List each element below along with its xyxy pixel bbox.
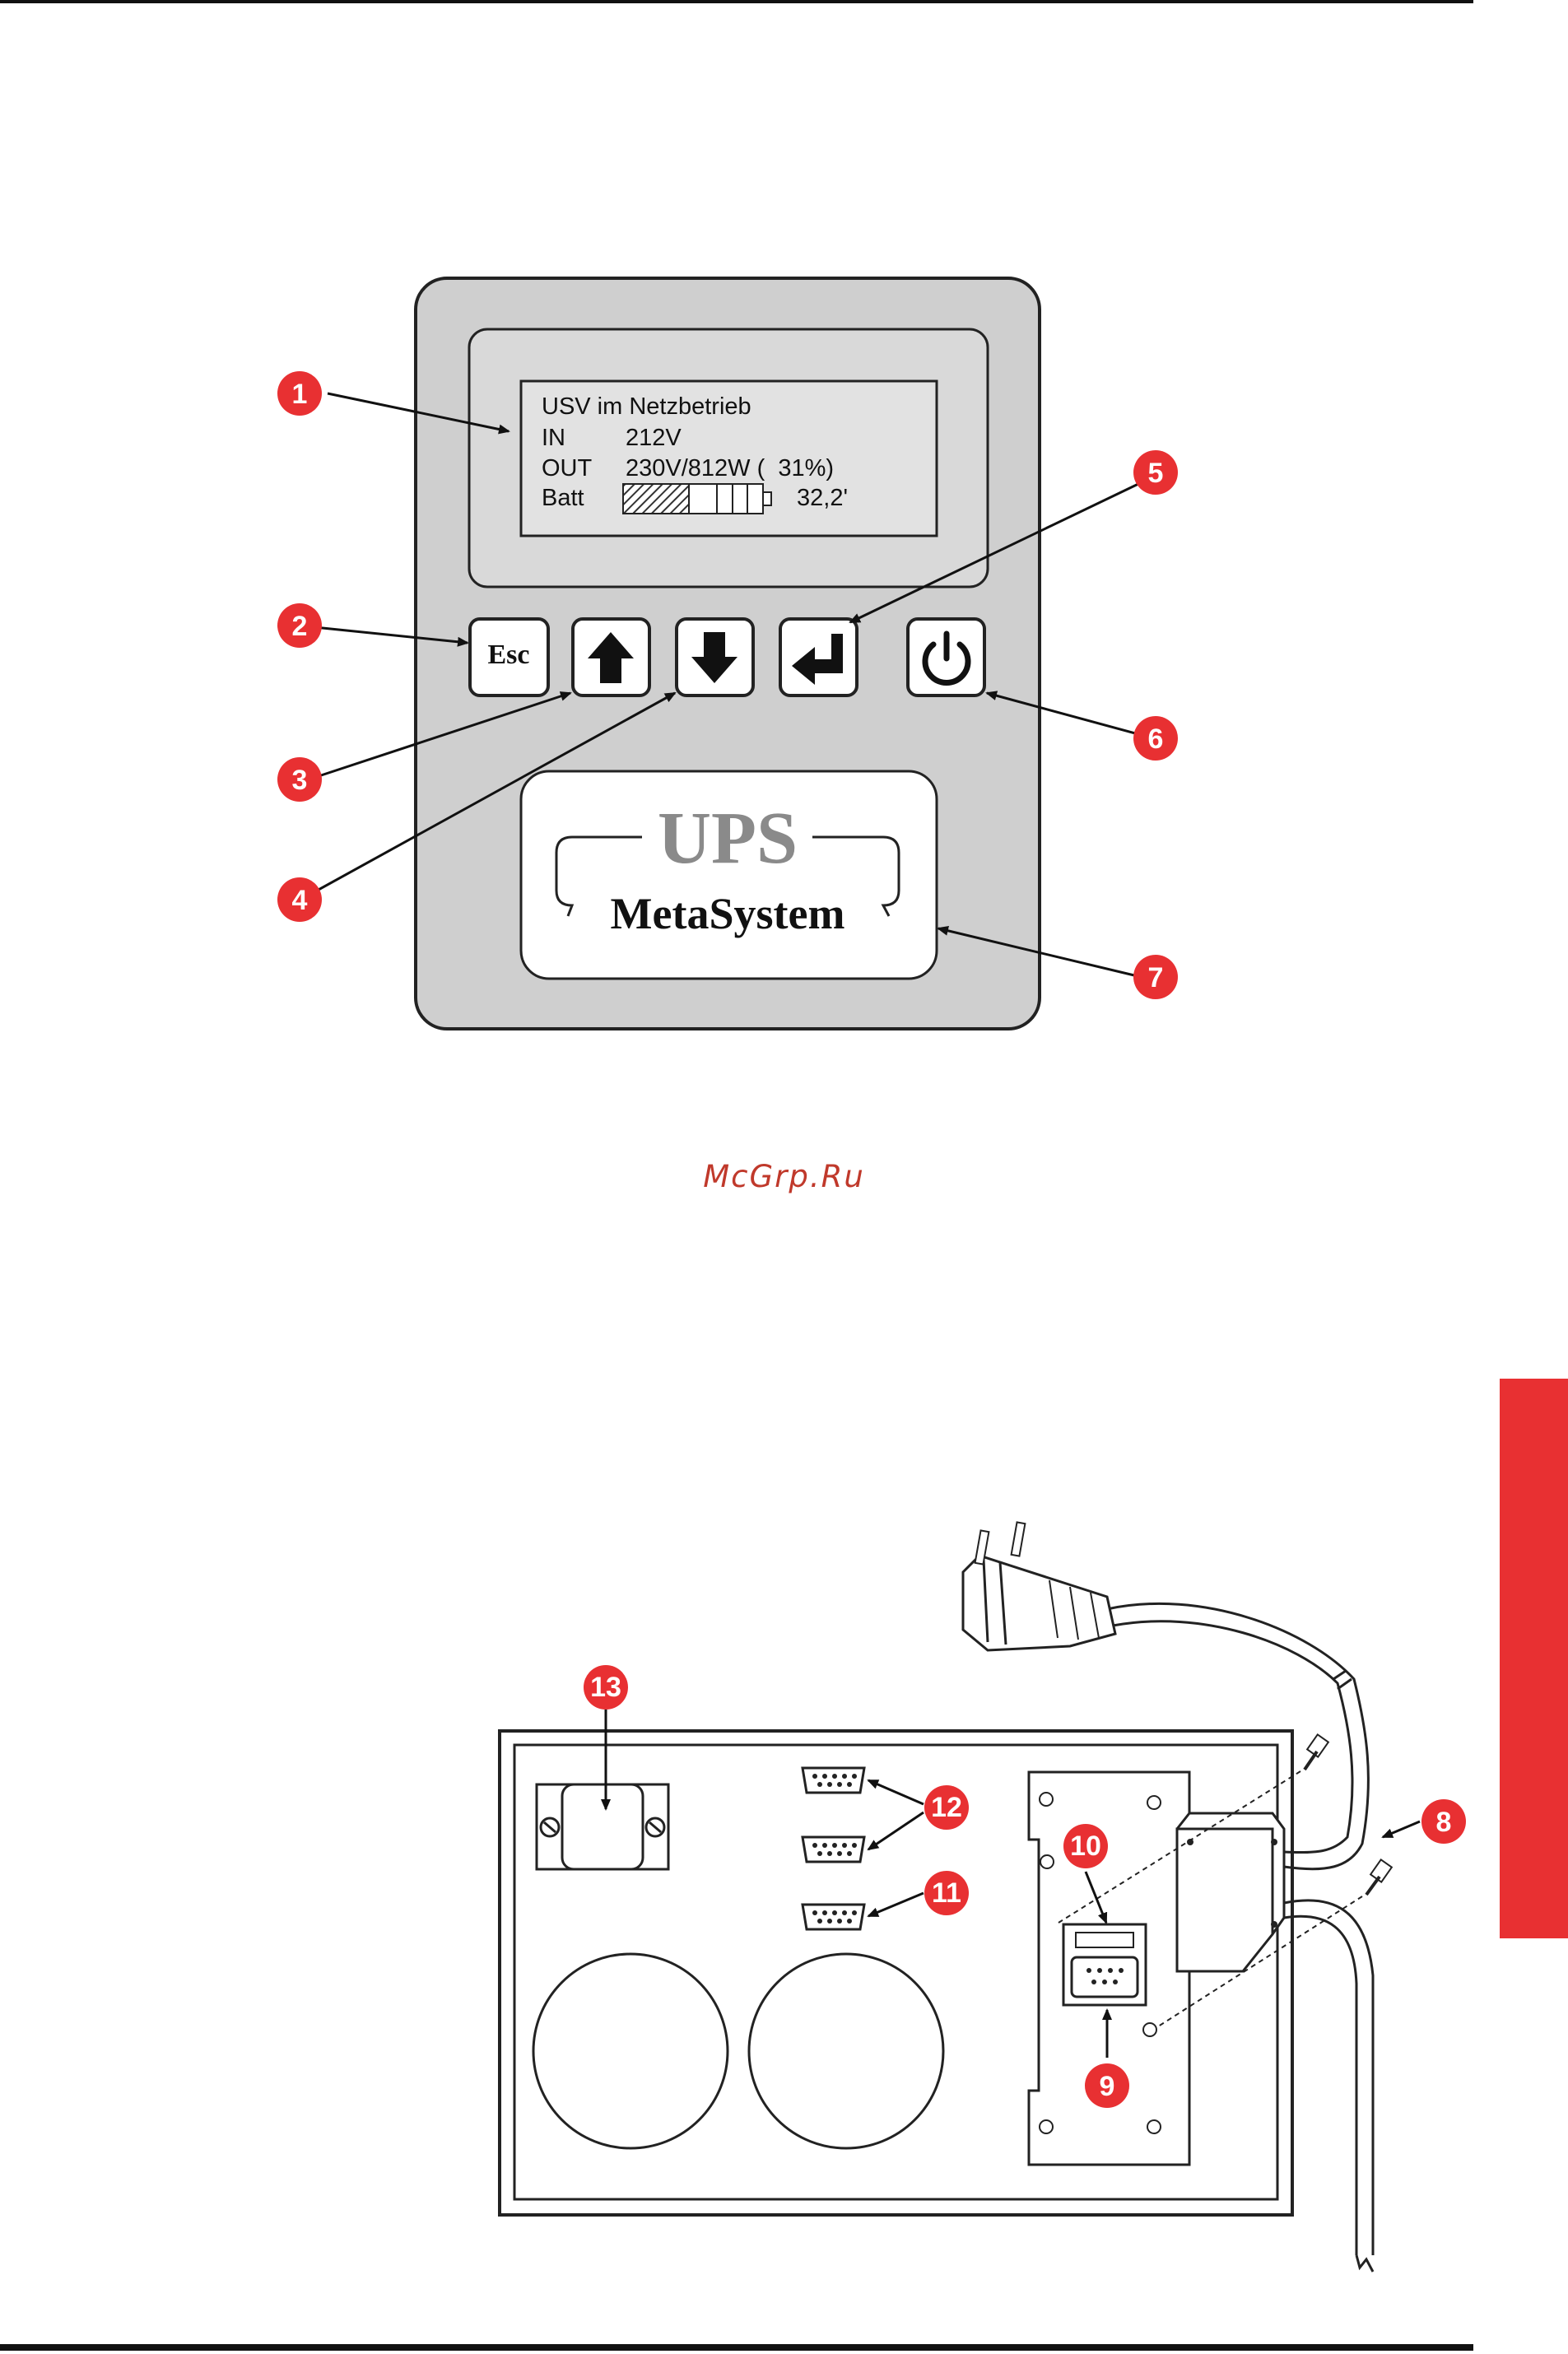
screw-upper <box>1305 1734 1328 1770</box>
callout-4: 4 <box>277 877 322 922</box>
svg-text:13: 13 <box>590 1672 621 1703</box>
callout-1: 1 <box>277 371 322 416</box>
lcd-line-out-value: 230V/812W ( 31%) <box>626 454 834 483</box>
svg-text:8: 8 <box>1436 1807 1452 1838</box>
screw-lower <box>1366 1859 1392 1895</box>
esc-button[interactable]: Esc <box>470 619 548 696</box>
svg-text:1: 1 <box>292 379 308 410</box>
svg-text:5: 5 <box>1148 458 1164 489</box>
callout-11: 11 <box>924 1871 969 1915</box>
svg-text:11: 11 <box>932 1877 961 1909</box>
callout-7: 7 <box>1133 955 1178 999</box>
logo-metasystem-text: MetaSystem <box>611 889 845 938</box>
down-button[interactable] <box>677 619 753 696</box>
enter-button[interactable] <box>780 619 857 696</box>
svg-text:9: 9 <box>1100 2071 1115 2102</box>
lcd-line-batt-label: Batt <box>542 483 584 513</box>
lcd-line-status: USV im Netzbetrieb <box>542 392 751 421</box>
callout-6: 6 <box>1133 716 1178 761</box>
svg-text:10: 10 <box>1070 1831 1101 1862</box>
svg-text:2: 2 <box>292 611 308 642</box>
lcd-line-in-label: IN <box>542 423 565 453</box>
callout-3: 3 <box>277 757 322 802</box>
battery-gauge <box>623 484 771 514</box>
serial-port-top <box>803 1768 864 1793</box>
esc-button-label: Esc <box>488 640 530 670</box>
lcd-line-in-value: 212V <box>626 423 682 453</box>
logo-ups-text: UPS <box>658 798 798 879</box>
mains-socket <box>537 1784 668 1869</box>
serial-port-middle <box>803 1837 864 1862</box>
svg-text:3: 3 <box>292 765 308 796</box>
lcd-line-batt-value: 32,2' <box>797 483 848 513</box>
logo-plate: UPS MetaSystem <box>521 771 937 979</box>
callout-10: 10 <box>1063 1824 1108 1868</box>
callout-8: 8 <box>1421 1799 1466 1844</box>
callout-9: 9 <box>1085 2063 1129 2108</box>
callout-2: 2 <box>277 603 322 648</box>
watermark: McGrp.Ru <box>0 1159 1568 1194</box>
svg-text:12: 12 <box>931 1792 962 1823</box>
callout-13: 13 <box>584 1665 628 1710</box>
power-plug <box>963 1522 1115 1650</box>
svg-text:7: 7 <box>1148 962 1164 993</box>
fan-right <box>749 1954 943 2148</box>
up-button[interactable] <box>573 619 649 696</box>
svg-text:6: 6 <box>1148 723 1164 755</box>
lcd-line-out-label: OUT <box>542 454 592 483</box>
fan-left <box>533 1954 728 2148</box>
serial-port-bottom <box>803 1905 864 1929</box>
callout-5: 5 <box>1133 450 1178 495</box>
callout-12: 12 <box>924 1785 969 1830</box>
power-button[interactable] <box>908 619 984 696</box>
svg-text:4: 4 <box>292 885 308 916</box>
